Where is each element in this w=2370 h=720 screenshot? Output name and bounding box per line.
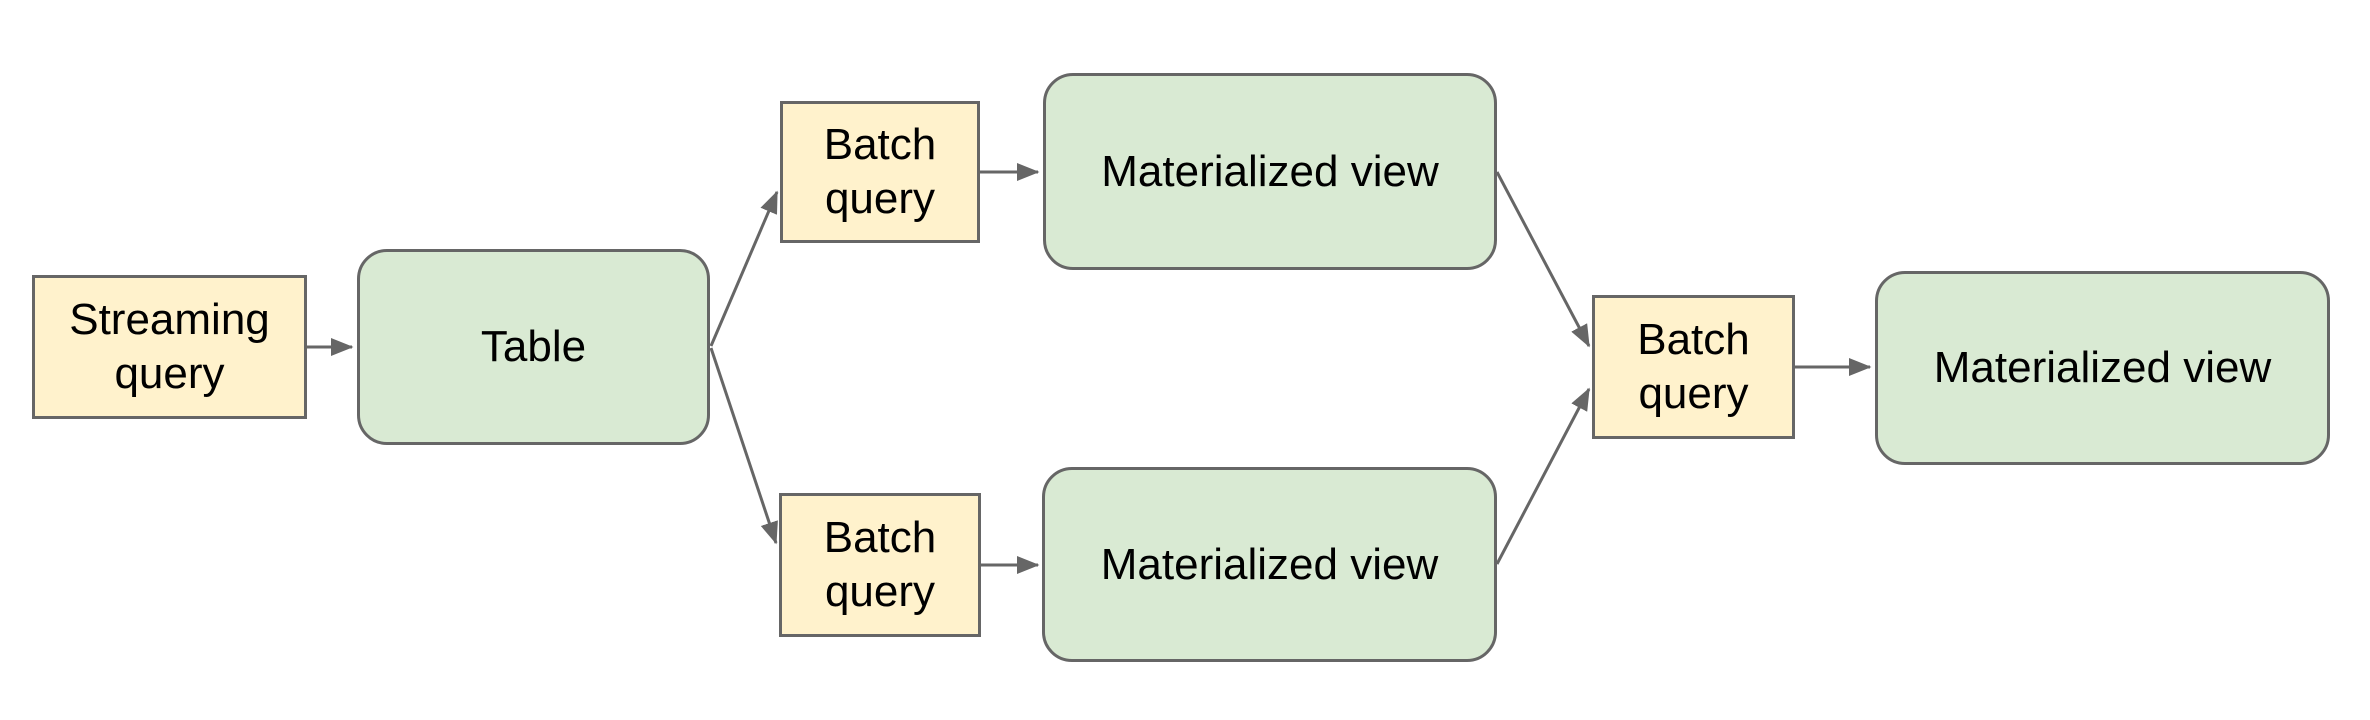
node-materialized-view-top: Materialized view — [1043, 73, 1497, 270]
node-label: Batch query — [823, 120, 937, 223]
node-materialized-view-final: Materialized view — [1875, 271, 2330, 465]
node-label: Table — [480, 322, 587, 372]
edge-table-to-batch-query-bottom — [709, 347, 778, 545]
edge-table-to-batch-query-top — [709, 190, 779, 347]
node-label: Batch query — [823, 513, 937, 616]
node-table: Table — [357, 249, 710, 445]
node-label: Materialized view — [1101, 146, 1439, 196]
node-label: Batch query — [1637, 315, 1750, 418]
node-label: Materialized view — [1100, 539, 1439, 589]
node-label: Materialized view — [1933, 343, 2272, 393]
node-label: Streaming query — [69, 295, 270, 398]
node-batch-query-bottom: Batch query — [779, 493, 981, 637]
node-batch-query-merge: Batch query — [1592, 295, 1795, 439]
node-streaming-query: Streaming query — [32, 275, 307, 419]
node-materialized-view-bottom: Materialized view — [1042, 467, 1497, 662]
node-batch-query-top: Batch query — [780, 101, 980, 243]
edge-mv-top-to-batch-query-merge — [1495, 171, 1591, 348]
edge-mv-bottom-to-batch-query-merge — [1495, 387, 1591, 565]
